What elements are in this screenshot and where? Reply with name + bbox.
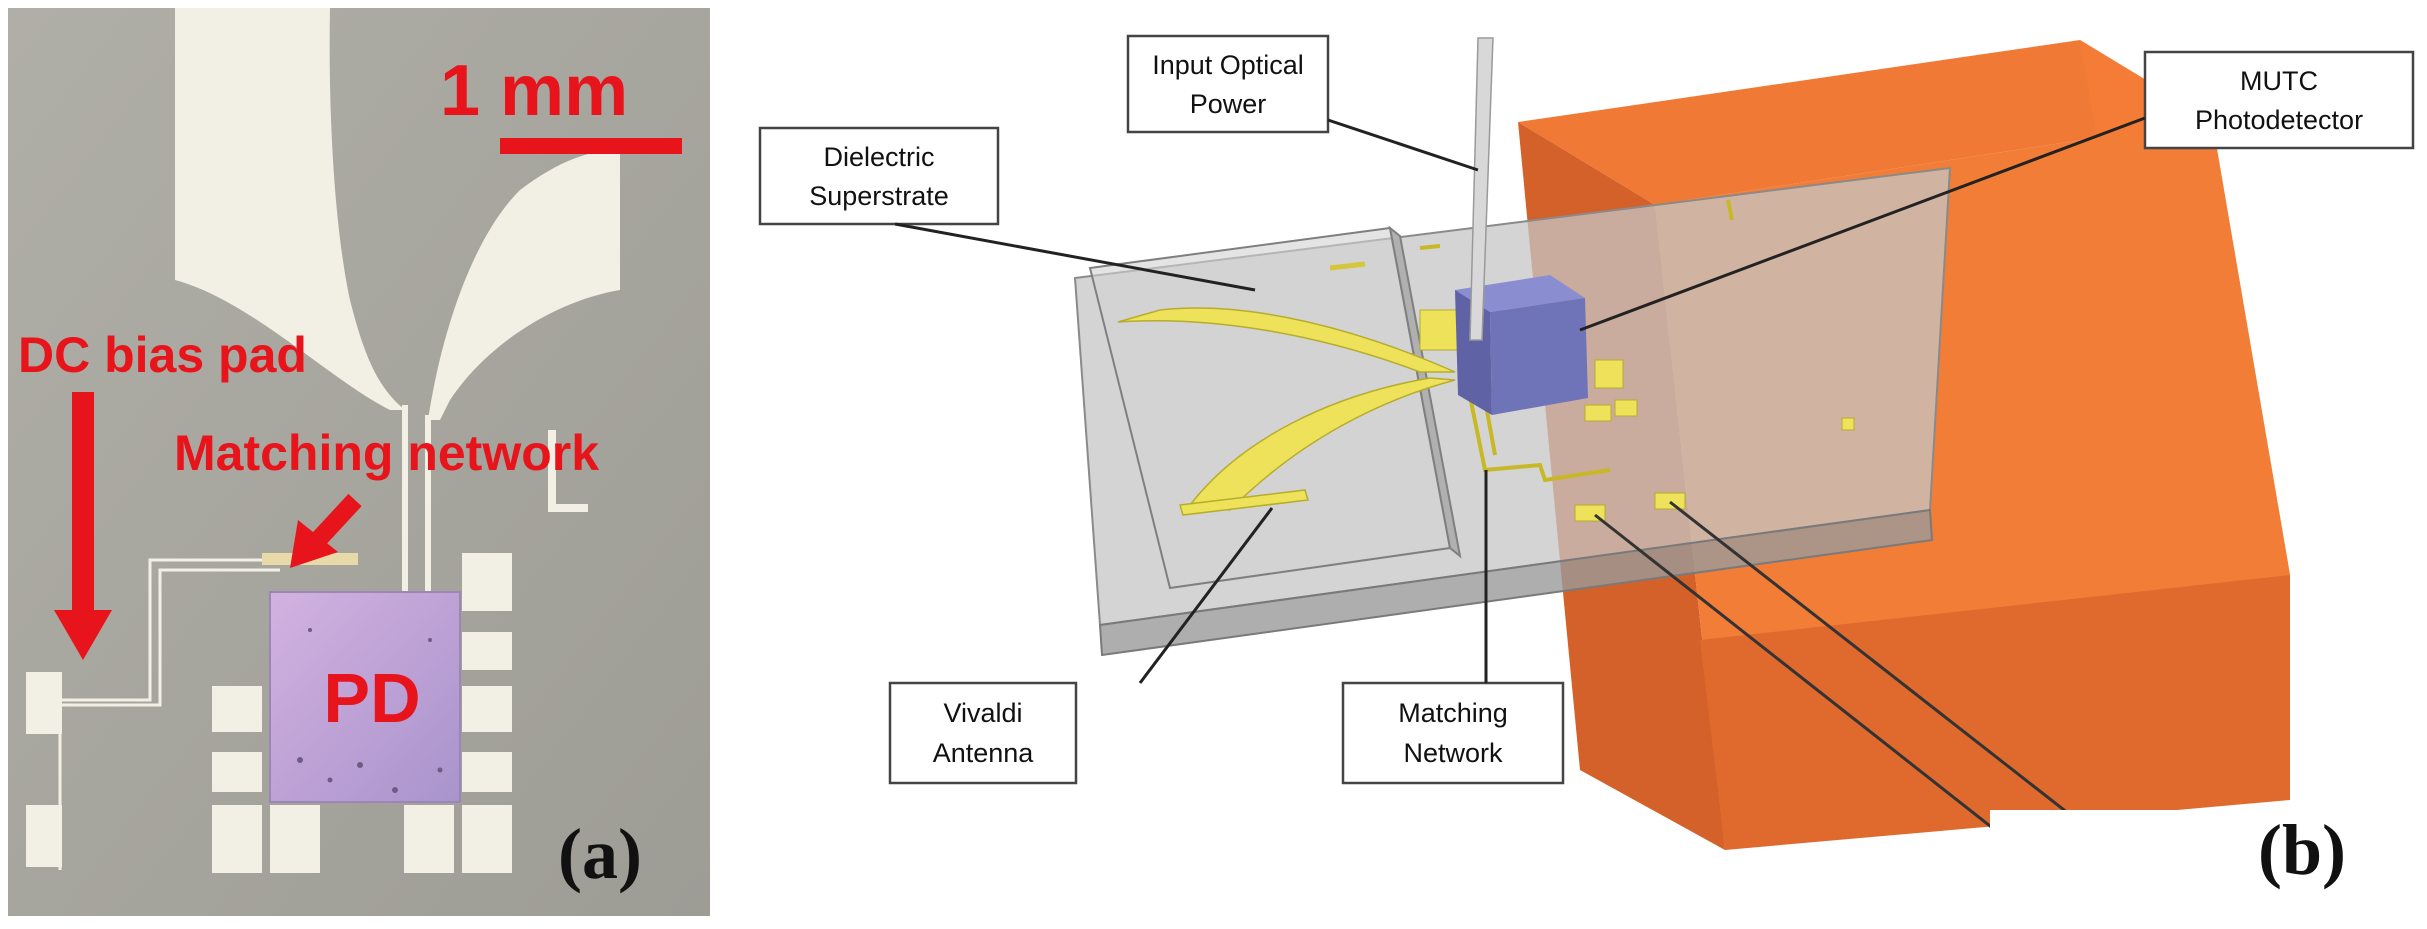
- vivaldi-feed-strip: [1179, 489, 1309, 516]
- dc-bias-pad-top: [26, 672, 62, 734]
- antenna-left-flare: [175, 8, 405, 410]
- matching-network-arrow-head: [290, 520, 338, 568]
- matching-network-arrow: [311, 493, 362, 547]
- substrate-slab-front: [1098, 508, 1934, 657]
- photodetector-side: [1490, 298, 1588, 415]
- callout-vivaldi-line2: Antenna: [933, 738, 1035, 768]
- callout-mutc-photodetector: MUTC Photodetector: [1579, 50, 2415, 332]
- callout-input-optical-line2: Power: [1190, 89, 1267, 119]
- callout-matching-line1: Matching: [1398, 698, 1508, 728]
- callout-matching-line2: Network: [1403, 738, 1503, 768]
- callout-mutc-line1: MUTC: [2240, 66, 2318, 96]
- panel-a-photo: PD 1 mm DC bias pad Matching network (a): [8, 8, 710, 916]
- leader-vivaldi: [1138, 507, 1274, 684]
- vivaldi-lower-flare: [1188, 377, 1456, 511]
- dc-bias-arrow-shaft: [72, 392, 94, 612]
- pd-label: PD: [323, 659, 420, 737]
- callout-input-optical-power: Input Optical Power: [1126, 34, 1479, 172]
- panel-a-label: (a): [558, 814, 642, 894]
- antenna-right-flare: [428, 150, 620, 420]
- callout-dielectric-line1: Dielectric: [823, 142, 934, 172]
- panel-b-label: (b): [2258, 810, 2346, 890]
- callout-matching-network: Matching Network: [1341, 470, 1565, 785]
- contact-pads: [212, 430, 588, 873]
- pd-chip-specks: [297, 628, 443, 793]
- dc-bias-label: DC bias pad: [18, 327, 307, 383]
- panel-b-diagram: Input Optical Power Dielectric Superstra…: [758, 34, 2427, 929]
- vivaldi-upper-flare: [1117, 307, 1456, 373]
- superstrate-edge-marking: [1329, 261, 1366, 271]
- dielectric-superstrate-side: [1388, 225, 1462, 559]
- probe-line-1: [1594, 513, 2066, 887]
- leader-mutc: [1579, 116, 2146, 332]
- dc-bias-arrow-head: [54, 610, 112, 660]
- housing-lower-face: [1700, 575, 2290, 850]
- bias-trace: [60, 558, 280, 707]
- scale-bar: [500, 138, 682, 154]
- callout-dielectric-line2: Superstrate: [809, 181, 949, 211]
- callout-vivaldi-line1: Vivaldi: [943, 698, 1022, 728]
- leader-dielectric: [894, 222, 1256, 292]
- panel-b-label-bg: [1990, 810, 2427, 929]
- matching-network-label: Matching network: [174, 425, 599, 481]
- bond-pads: [1419, 309, 1855, 522]
- callout-vivaldi-antenna: Vivaldi Antenna: [888, 507, 1274, 785]
- photodetector-top: [1455, 275, 1585, 312]
- dc-bias-pad-bottom: [26, 805, 62, 867]
- optical-fiber: [1469, 37, 1494, 341]
- callout-mutc-line2: Photodetector: [2195, 105, 2363, 135]
- callout-dielectric-superstrate: Dielectric Superstrate: [758, 126, 1256, 292]
- scale-bar-label: 1 mm: [440, 51, 628, 131]
- housing-top: [1518, 40, 2212, 205]
- callout-input-optical-line1: Input Optical: [1152, 50, 1304, 80]
- pd-chip: [269, 591, 461, 803]
- leader-input-optical: [1327, 118, 1479, 172]
